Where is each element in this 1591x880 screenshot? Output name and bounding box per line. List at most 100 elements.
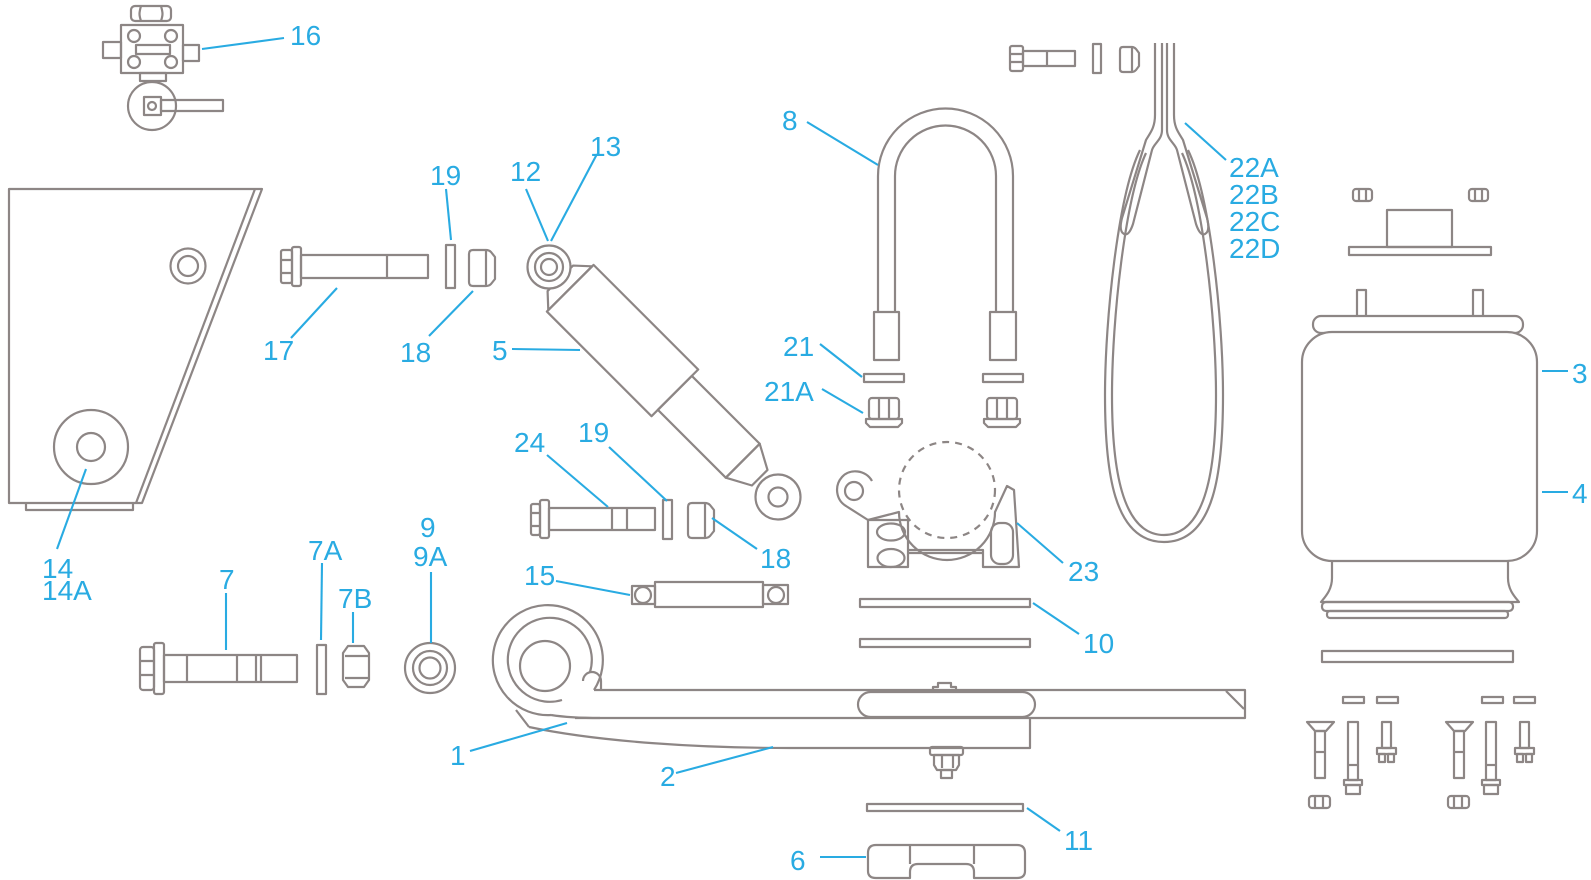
nut-7b <box>341 644 371 689</box>
spacer-link <box>630 580 790 609</box>
leader-line-19 <box>444 188 453 241</box>
u-bolt-washers <box>862 372 1025 384</box>
part-label-12: 12 <box>510 156 541 187</box>
part-label-14a: 14A <box>42 575 92 606</box>
leader-line-7a <box>319 562 324 641</box>
pin-7a <box>315 643 328 696</box>
center-bolt-head <box>931 681 958 692</box>
u-bolt-nuts <box>864 396 1022 429</box>
part-label-21a: 21A <box>764 376 814 407</box>
part-label-22c: 22C <box>1229 206 1280 237</box>
air-spring-piston <box>1319 561 1521 604</box>
check-strap-hairpin <box>1103 43 1225 544</box>
leaf-spring <box>491 604 1247 750</box>
leader-line-16 <box>201 36 285 51</box>
flathead-screw-1 <box>1305 720 1336 780</box>
part-label-22b: 22B <box>1229 179 1279 210</box>
hardware-nut <box>1118 45 1141 74</box>
leader-line-21 <box>819 343 863 378</box>
hex-nut-2 <box>1446 794 1471 810</box>
bottom-plate <box>866 843 1027 880</box>
part-label-9: 9 <box>420 512 436 543</box>
part-label-4: 4 <box>1572 478 1588 509</box>
center-bolt-nut <box>928 745 965 780</box>
leader-line-18 <box>711 517 758 550</box>
leader-line-15 <box>555 579 631 597</box>
air-spring-top-nuts <box>1351 187 1490 203</box>
second-leaf <box>515 709 1032 750</box>
bolt-17 <box>279 245 430 288</box>
part-label-15: 15 <box>524 560 555 591</box>
part-label-13: 13 <box>590 131 621 162</box>
air-spring-stud-right <box>1471 288 1485 319</box>
leader-line-5 <box>511 347 581 352</box>
short-bolt-2 <box>1513 720 1536 764</box>
nut-18a <box>467 248 497 288</box>
shock-absorber <box>526 244 802 521</box>
leader-line-1 <box>469 721 568 753</box>
short-bolt-1 <box>1375 720 1398 764</box>
part-label-16: 16 <box>290 20 321 51</box>
u-bolt <box>872 107 1018 362</box>
leader-line-17 <box>290 287 338 339</box>
air-spring-bead-plate <box>1311 314 1525 335</box>
air-spring-body <box>1300 330 1539 563</box>
part-label-7b: 7B <box>338 583 372 614</box>
leader-line-22a <box>1184 122 1227 161</box>
leader-line-21a <box>821 388 864 414</box>
part-label-22d: 22D <box>1229 233 1280 264</box>
part-label-23: 23 <box>1068 556 1099 587</box>
shock-lower-eye <box>754 473 802 521</box>
part-label-7a: 7A <box>308 535 343 566</box>
washer-9 <box>403 641 457 695</box>
part-label-17: 17 <box>263 335 294 366</box>
leader-line-12 <box>525 188 549 242</box>
air-spring-mounting-plate <box>1347 208 1493 257</box>
leader-line-18 <box>428 290 474 337</box>
part-label-7: 7 <box>219 564 235 595</box>
air-spring <box>1300 187 1539 620</box>
bolt-24 <box>529 498 657 540</box>
leader-line-8 <box>806 121 879 166</box>
leader-line-10 <box>1032 602 1080 635</box>
spring-seat-pad <box>856 681 1037 719</box>
leader-line-13 <box>550 153 598 242</box>
part-label-8: 8 <box>782 105 798 136</box>
part-label-11: 11 <box>1064 825 1093 856</box>
axle-dashed-circle <box>897 440 997 540</box>
part-label-3: 3 <box>1572 358 1588 389</box>
stud-with-nut-2 <box>1480 720 1502 796</box>
hanger-bracket <box>7 187 264 512</box>
flathead-screw-2 <box>1444 720 1475 780</box>
hardware-bolt <box>1008 44 1077 73</box>
hardware-pin <box>1091 42 1103 75</box>
part-label-19: 19 <box>430 160 461 191</box>
leader-line-11 <box>1026 807 1061 832</box>
air-spring-stud-left <box>1355 288 1368 319</box>
part-label-2: 2 <box>660 761 676 792</box>
nut-18b <box>686 501 716 540</box>
leader-line-23 <box>1016 522 1064 564</box>
wear-plate <box>865 802 1025 813</box>
part-label-14: 14 <box>42 553 73 584</box>
part-label-9a: 9A <box>413 541 448 572</box>
pin-19b <box>661 498 674 541</box>
part-label-6: 6 <box>790 845 806 876</box>
axle-seat <box>836 440 1021 569</box>
part-label-24: 24 <box>514 427 545 458</box>
mounting-hardware-kit <box>1305 649 1537 810</box>
part-label-19: 19 <box>578 417 609 448</box>
leader-line-14 <box>56 468 87 550</box>
spring-eye-outer <box>491 604 604 717</box>
kit-plate <box>1320 649 1515 664</box>
bolt-7 <box>138 641 299 696</box>
stud-with-nut-1 <box>1342 720 1364 796</box>
leader-line-24 <box>546 454 609 508</box>
leader-line-2 <box>675 745 774 775</box>
pin-19a <box>444 243 457 290</box>
hex-nut-1 <box>1307 794 1332 810</box>
part-label-1: 1 <box>450 740 466 771</box>
